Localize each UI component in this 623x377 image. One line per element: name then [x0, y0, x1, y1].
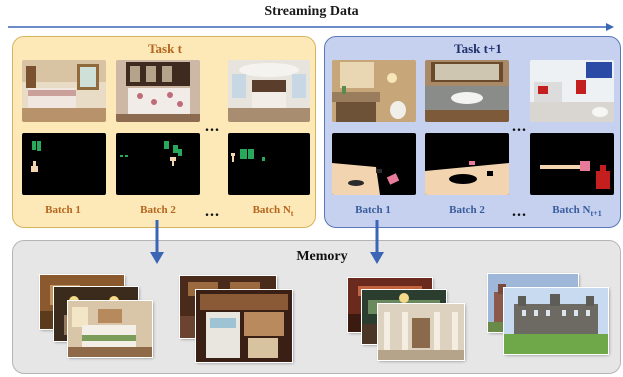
task-t-batch-1-label: Batch 1 — [45, 204, 81, 216]
task-t1-mask-2 — [425, 133, 509, 195]
task-t-batch-ellipsis: ... — [205, 203, 220, 220]
task-t1-image-n — [530, 60, 614, 122]
memory-title: Memory — [296, 249, 348, 264]
task-t-image-ellipsis: ... — [205, 118, 220, 135]
task-t-image-n — [228, 60, 310, 122]
task-t-to-memory-arrow — [150, 220, 164, 264]
task-t1-batch-2-label: Batch 2 — [449, 204, 485, 216]
task-t1-to-memory-arrow — [370, 220, 384, 264]
task-t1-image-2 — [425, 60, 509, 122]
task-t-title: Task t — [148, 41, 182, 56]
task-t1-mask-n — [530, 133, 614, 195]
task-t-mask-n — [228, 133, 310, 195]
task-t-mask-2 — [116, 133, 200, 195]
task-t-batch-n-label: Batch Nt — [252, 204, 294, 219]
task-t1-batch-ellipsis: ... — [512, 203, 527, 220]
memory-photo-kitchen-2 — [196, 290, 292, 362]
task-t1-batch-1-label: Batch 1 — [355, 204, 391, 216]
task-t1-batch-n-label: Batch Nt+1 — [552, 204, 602, 219]
task-t-mask-1 — [22, 133, 106, 195]
task-t1-mask-1 — [332, 133, 416, 195]
memory-photo-bedroom-3 — [68, 301, 152, 357]
memory-photo-castle-2 — [504, 288, 608, 354]
task-t-batch-2-label: Batch 2 — [140, 204, 176, 216]
memory-photo-hall-3 — [378, 304, 464, 360]
task-t1-title: Task t+1 — [454, 41, 502, 56]
streaming-arrow — [8, 23, 614, 31]
task-t-image-2 — [116, 60, 200, 122]
task-t-image-1 — [22, 60, 106, 122]
task-t1-image-ellipsis: ... — [512, 118, 527, 135]
task-t1-image-1 — [332, 60, 416, 122]
streaming-data-title: Streaming Data — [264, 4, 359, 19]
